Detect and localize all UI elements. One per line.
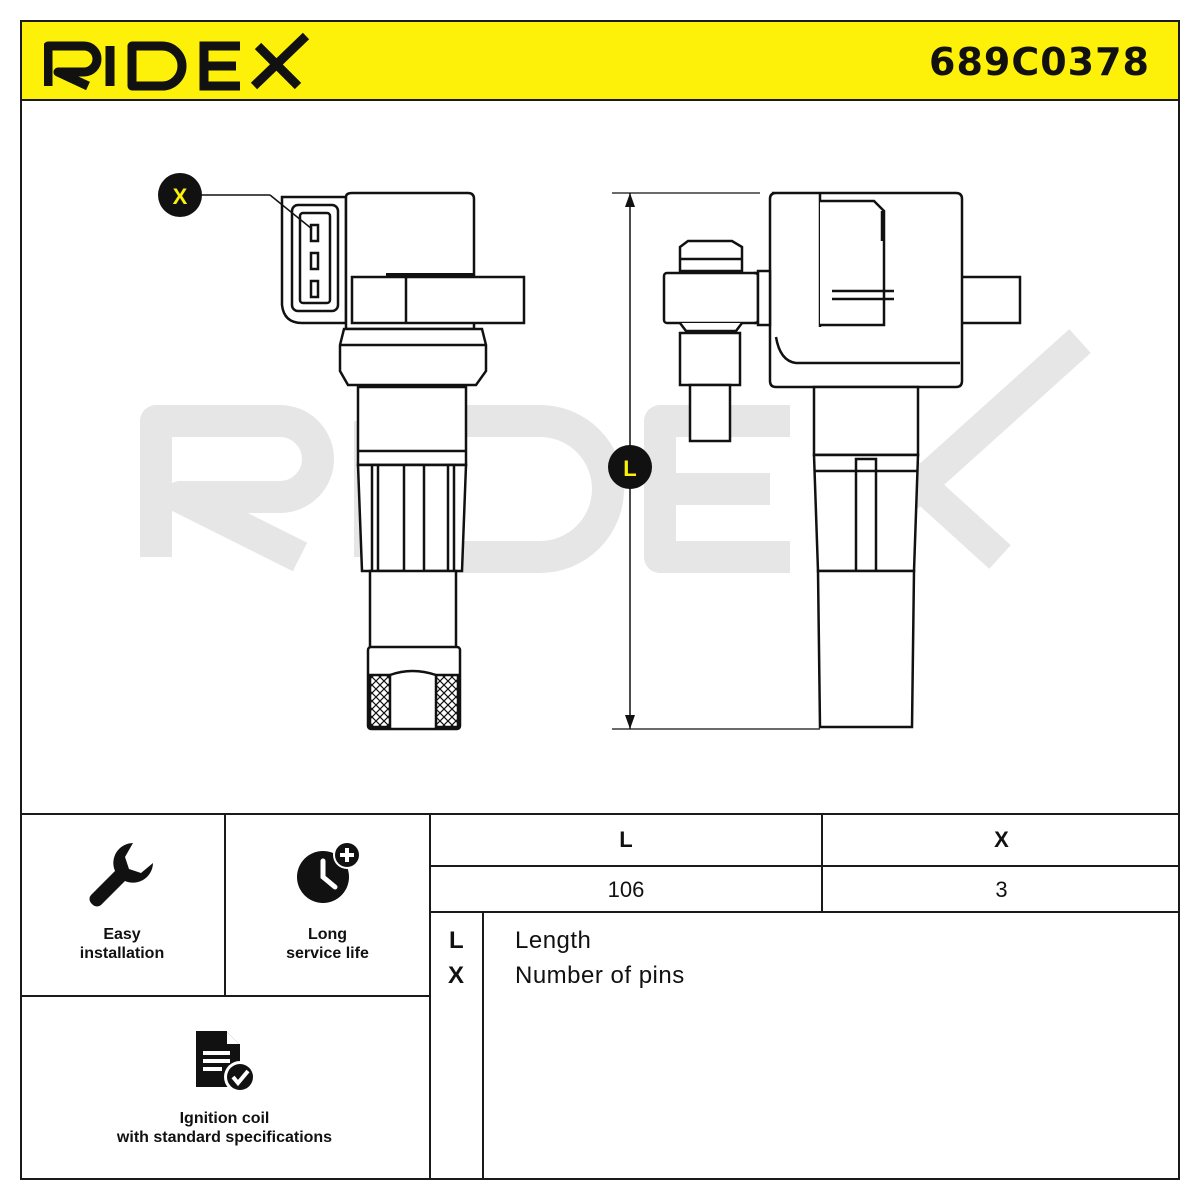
- info-section: Easy installation Long service life: [20, 813, 1180, 1180]
- feature-label-line2: installation: [79, 945, 165, 962]
- feature-label-line1: Long: [307, 926, 348, 943]
- spec-value: 106: [607, 877, 645, 902]
- feature-label-line2: with standard specifications: [116, 1129, 333, 1146]
- legend-key: L: [449, 927, 464, 954]
- feature-label-line1: Easy: [103, 926, 141, 943]
- legend-keys: L X: [431, 913, 484, 1180]
- feature-long-service-life: Long service life: [226, 813, 431, 997]
- document-check-icon: [190, 1027, 260, 1102]
- legend-description: Number of pins: [515, 962, 685, 989]
- spec-header-label: X: [994, 827, 1009, 852]
- spec-value: 3: [995, 877, 1008, 902]
- feature-easy-installation: Easy installation: [20, 813, 226, 997]
- spec-value-l: 106: [431, 867, 823, 913]
- header-bar: 689C0378: [20, 20, 1180, 101]
- feature-label-line1: Ignition coil: [179, 1110, 270, 1127]
- wrench-icon: [87, 839, 157, 914]
- clock-plus-icon: [293, 839, 363, 914]
- callout-x-label: X: [173, 184, 188, 209]
- spec-value-x: 3: [823, 867, 1180, 913]
- callout-x: X: [158, 173, 313, 230]
- coil-front-view: [280, 191, 526, 731]
- spec-header-l: L: [431, 813, 823, 867]
- feature-standard-specifications: Ignition coil with standard specificatio…: [20, 997, 431, 1180]
- dimension-l: L: [608, 192, 820, 730]
- legend-key: X: [448, 962, 465, 989]
- spec-header-label: L: [619, 827, 633, 852]
- technical-drawing: X: [20, 101, 1180, 813]
- part-number: 689C0378: [929, 40, 1150, 84]
- spec-header-x: X: [823, 813, 1180, 867]
- divider: [20, 813, 1180, 815]
- brand-logo: [43, 30, 314, 97]
- callout-l-label: L: [623, 456, 636, 481]
- coil-side-view: [662, 191, 1022, 729]
- legend-description: Length: [515, 927, 592, 954]
- feature-label-line2: service life: [286, 945, 369, 962]
